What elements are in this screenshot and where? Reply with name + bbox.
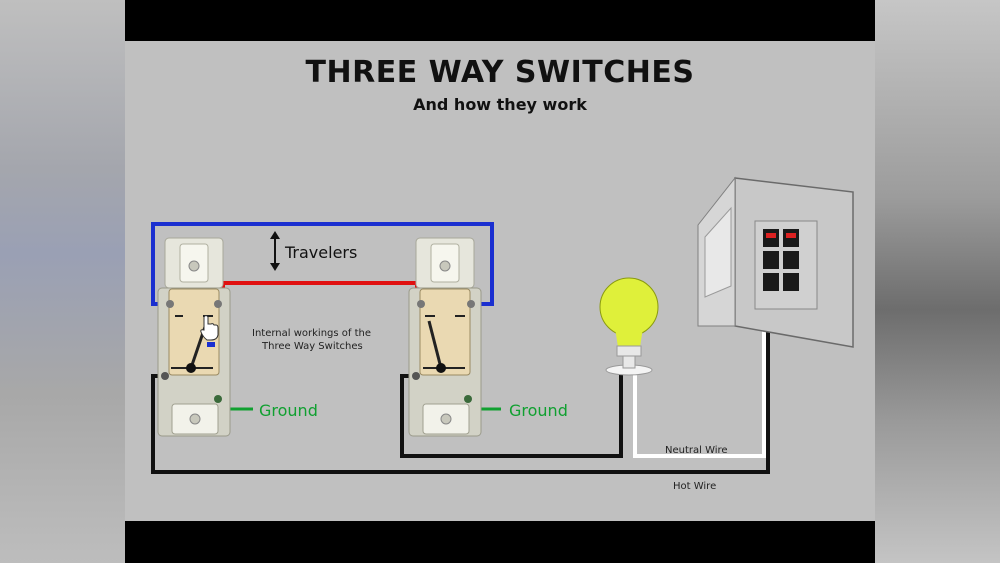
ground-label-right: Ground: [509, 401, 568, 420]
wiring-diagram: Travelers Internal workings of the Three…: [151, 176, 854, 492]
double-arrow-icon: [270, 231, 280, 271]
neutral-wire-white: [633, 331, 766, 458]
internal-workings-label-line2: Three Way Switches: [261, 341, 363, 352]
breaker-panel-icon: [697, 176, 854, 348]
neutral-wire-label: Neutral Wire: [665, 445, 728, 456]
page-subtitle: And how they work: [413, 95, 587, 114]
internal-workings-label-line1: Internal workings of the: [252, 328, 371, 339]
blurred-background-right: [875, 0, 1000, 563]
traveler-wire-blue: [151, 222, 494, 306]
traveler-wire-red: [217, 281, 423, 306]
blurred-background-left: [0, 0, 125, 563]
switch-to-bulb-wire: [400, 374, 623, 458]
hand-pointer-icon: [200, 315, 219, 341]
diagram-slide: THREE WAY SWITCHES And how they work: [125, 41, 875, 521]
light-bulb-icon: [599, 277, 659, 376]
video-frame: THREE WAY SWITCHES And how they work: [125, 0, 875, 563]
ground-label-left: Ground: [259, 401, 318, 420]
travelers-label: Travelers: [284, 243, 357, 262]
three-way-switch-right: [408, 237, 482, 437]
hot-wire-label: Hot Wire: [673, 481, 716, 492]
three-way-switch-left: [157, 237, 231, 437]
page-title: THREE WAY SWITCHES: [305, 55, 695, 90]
hot-wire-black: [151, 331, 770, 474]
